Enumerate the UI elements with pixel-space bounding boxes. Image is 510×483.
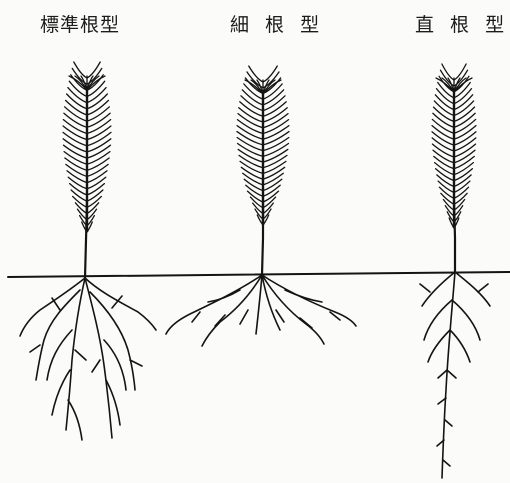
roots-standard [20,278,156,440]
stem-tap [454,200,455,272]
roots-fine [166,275,356,346]
needle [73,196,87,207]
needle [87,62,100,78]
needle [74,62,87,78]
seedling-tap [420,64,490,478]
stem-fine [262,200,263,275]
needle [87,196,101,207]
seedling-fine [166,66,356,346]
seedling-standard [20,62,156,440]
needle [87,190,103,201]
roots-tap [420,272,490,478]
needle [71,190,87,201]
